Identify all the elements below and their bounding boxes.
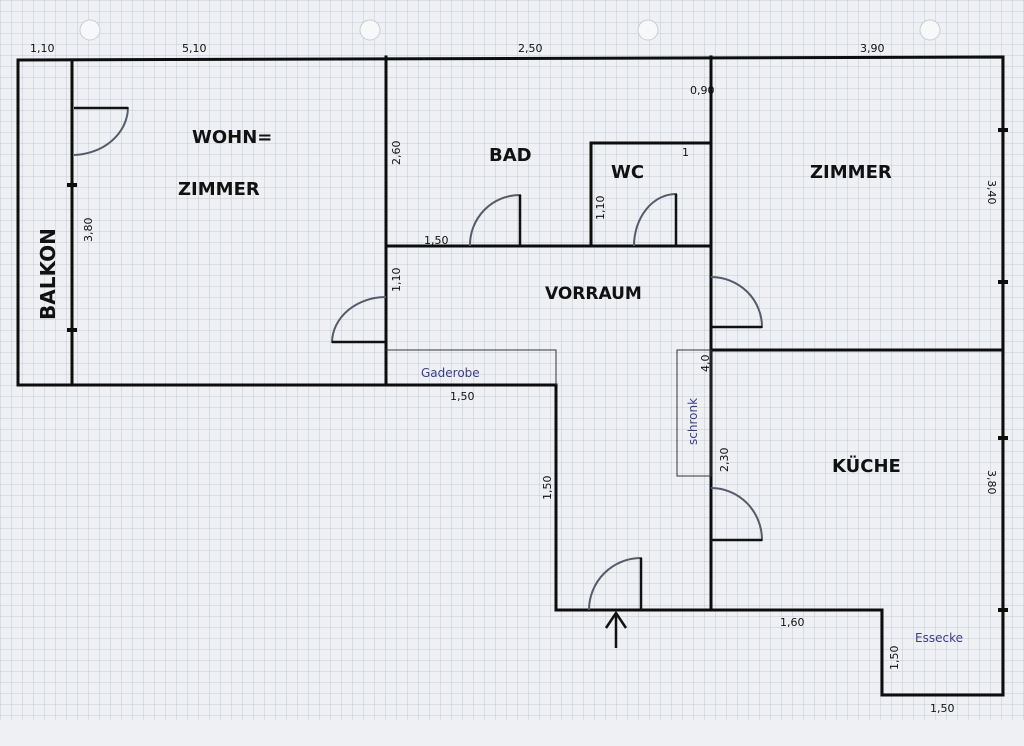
dim-top-middle: 2,50 bbox=[518, 42, 543, 55]
dim-zimmer-notch: 0,90 bbox=[690, 84, 715, 97]
note-garderobe: Gaderobe bbox=[421, 366, 480, 380]
walls bbox=[16, 55, 1005, 697]
note-essecke: Essecke bbox=[915, 631, 963, 645]
dim-kueche-height: 3,80 bbox=[985, 470, 998, 495]
note-schrank: schronk bbox=[686, 398, 700, 445]
dim-wc-height: 1,10 bbox=[594, 196, 607, 221]
tick-marks bbox=[67, 128, 1008, 612]
dim-kueche-wall: 2,30 bbox=[718, 448, 731, 473]
dim-top-balkon: 1,10 bbox=[30, 42, 55, 55]
dim-kueche-bottom: 1,60 bbox=[780, 616, 805, 629]
dim-bad-height: 2,60 bbox=[390, 141, 403, 166]
up-arrow-icon bbox=[604, 610, 628, 648]
dim-bad-bottom: 1,50 bbox=[424, 234, 449, 247]
room-label-kueche: KÜCHE bbox=[832, 455, 901, 477]
dim-schrank-top: 4,0 bbox=[699, 355, 712, 373]
punch-hole bbox=[359, 19, 381, 41]
dim-wohnzimmer-height: 3,80 bbox=[82, 218, 95, 243]
dim-corridor-height: 1,50 bbox=[541, 476, 554, 501]
dim-garderobe-width: 1,50 bbox=[450, 390, 475, 403]
room-label-zimmer: ZIMMER bbox=[810, 162, 892, 183]
punch-hole bbox=[637, 19, 659, 41]
room-label-bad: BAD bbox=[489, 145, 532, 166]
doors bbox=[73, 106, 764, 611]
dim-top-zimmer: 3,90 bbox=[860, 42, 885, 55]
room-label-wc: WC bbox=[611, 162, 644, 183]
room-label-wohnzimmer-1: WOHN= bbox=[192, 127, 272, 148]
dim-top-wohnzimmer: 5,10 bbox=[182, 42, 207, 55]
dim-vorraum-left-door: 1,10 bbox=[390, 268, 403, 293]
dim-wc-label: 1 bbox=[682, 146, 689, 159]
punch-hole bbox=[79, 19, 101, 41]
room-label-vorraum: VORRAUM bbox=[545, 284, 642, 304]
room-label-wohnzimmer-2: ZIMMER bbox=[178, 179, 260, 200]
dim-essecke-width: 1,50 bbox=[930, 702, 955, 715]
dim-essecke-height: 1,50 bbox=[888, 646, 901, 671]
room-label-balkon: BALKON bbox=[36, 228, 60, 320]
dim-zimmer-height: 3,40 bbox=[985, 180, 998, 205]
grid-paper bbox=[0, 0, 1024, 720]
fixtures bbox=[386, 349, 712, 477]
punch-hole bbox=[919, 19, 941, 41]
